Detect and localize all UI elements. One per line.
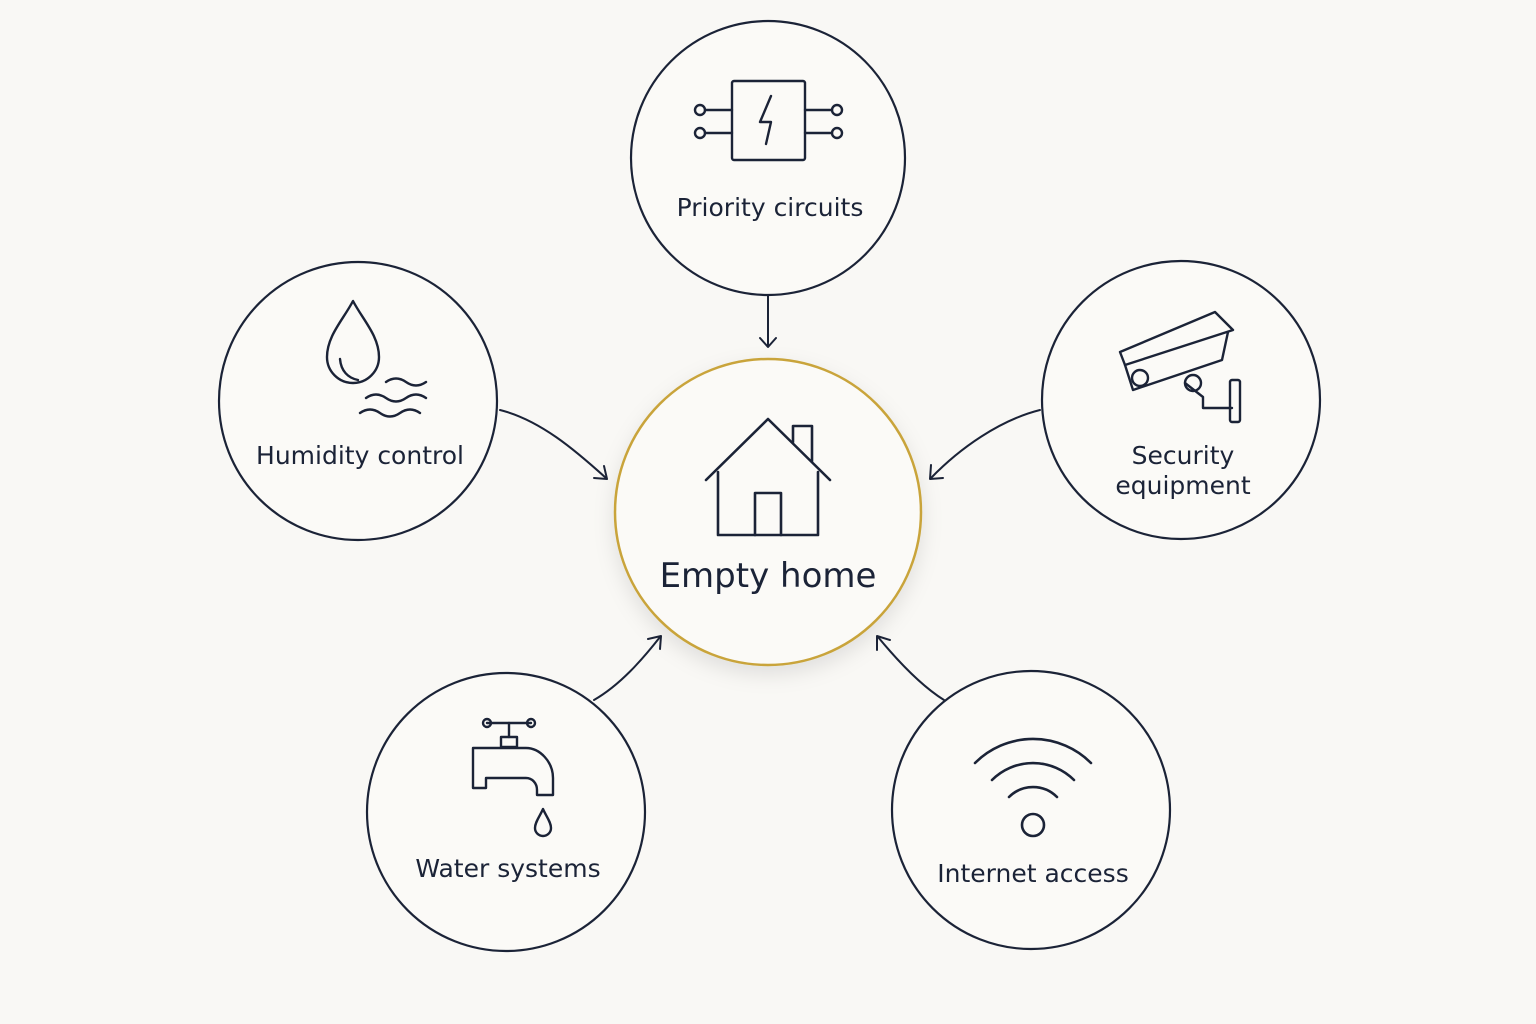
arrow-internet-to-home [876,635,945,701]
faucet-icon [471,717,555,838]
node-label-line1: Security [1132,441,1235,470]
node-circle [629,19,907,297]
water-drop-wave-icon [325,299,428,418]
node-label: Priority circuits [677,193,864,222]
node-circle [217,260,499,542]
center-node-empty-home: Empty home [613,357,923,667]
connectors [499,295,1041,701]
center-label: Empty home [660,556,877,596]
node-label: Humidity control [256,441,464,470]
arrow-security-to-home [929,409,1041,480]
node-circle [365,671,647,953]
center-circle [613,357,923,667]
arrow-humidity-to-home [499,409,608,480]
node-security-equipment: Security equipment [1040,259,1322,541]
wifi-icon [973,737,1093,838]
node-label-line2: equipment [1115,471,1250,500]
node-water-systems: Water systems [365,671,647,953]
node-humidity-control: Humidity control [217,260,499,542]
circuit-icon [693,79,844,162]
node-circle [890,669,1172,951]
node-priority-circuits: Priority circuits [629,19,907,297]
node-internet-access: Internet access [890,669,1172,951]
security-camera-icon [1118,310,1242,424]
node-circle [1040,259,1322,541]
node-label: Water systems [415,854,600,883]
node-label: Internet access [937,859,1128,888]
arrow-water-to-home [593,635,662,701]
arrow-priority-to-home [759,295,777,348]
house-icon [704,417,832,537]
